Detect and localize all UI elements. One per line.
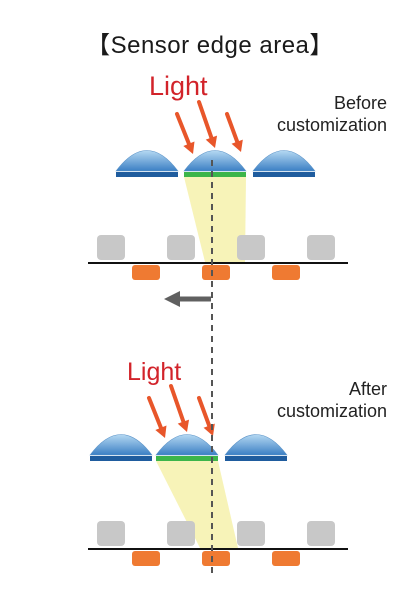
before-light-arrow-2-head: [205, 135, 218, 148]
before-photodiode-3: [272, 265, 300, 280]
after-gray-pixel-1: [97, 521, 125, 546]
after-light-arrow-2-shaft: [169, 384, 186, 424]
before-photodiode-1: [132, 265, 160, 280]
before-light-arrow-3-head: [231, 139, 243, 152]
before-light-beam: [184, 177, 246, 262]
shift-arrow-head: [164, 291, 180, 307]
before-gray-pixel-3: [237, 235, 265, 260]
after-gray-pixel-4: [307, 521, 335, 546]
light-label-bottom: Light: [127, 358, 182, 386]
after-light-arrow-1-shaft: [147, 396, 163, 430]
before-label-line1: Before: [333, 93, 387, 113]
before-microlens-3: [252, 150, 316, 172]
light-label-top: Light: [149, 71, 208, 101]
before-label-line2: customization: [276, 115, 387, 135]
before-gray-pixel-1: [97, 235, 125, 260]
before-microlens-2: [183, 150, 247, 172]
after-color-filter-1: [90, 456, 152, 461]
after-gray-pixel-2: [167, 521, 195, 546]
after-photodiode-2: [202, 551, 230, 566]
before-gray-pixel-4: [307, 235, 335, 260]
after-light-arrow-3-shaft: [197, 396, 212, 428]
after-label-line2: customization: [276, 401, 387, 421]
before-light-arrow-2-shaft: [197, 100, 214, 140]
after-photodiode-3: [272, 551, 300, 566]
after-microlens-3: [224, 434, 288, 456]
before-photodiode-2: [202, 265, 230, 280]
before-gray-pixel-2: [167, 235, 195, 260]
before-color-filter-2: [184, 172, 246, 177]
after-color-filter-2: [156, 456, 218, 461]
after-photodiode-1: [132, 551, 160, 566]
after-light-beam: [156, 461, 238, 548]
after-color-filter-3: [225, 456, 287, 461]
after-label-line1: After: [348, 379, 387, 399]
after-light-arrow-1-head: [155, 425, 167, 438]
before-light-arrow-1-shaft: [175, 112, 191, 146]
after-gray-pixel-3: [237, 521, 265, 546]
before-light-arrow-3-shaft: [225, 112, 240, 144]
after-microlens-2: [155, 434, 219, 456]
after-microlens-1: [89, 434, 153, 456]
before-color-filter-3: [253, 172, 315, 177]
before-microlens-1: [115, 150, 179, 172]
page-title: 【Sensor edge area】: [86, 32, 334, 59]
before-light-arrow-1-head: [183, 141, 195, 154]
after-light-arrow-2-head: [177, 419, 190, 432]
before-color-filter-1: [116, 172, 178, 177]
